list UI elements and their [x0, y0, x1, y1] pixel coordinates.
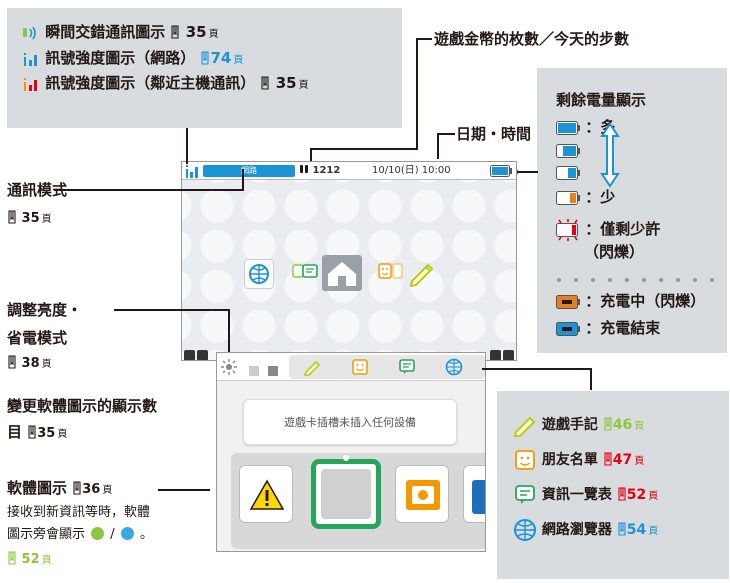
page-ref-icon	[28, 425, 36, 439]
page-ref-icon	[171, 25, 180, 39]
chat-icon[interactable]	[398, 358, 416, 376]
battery-title: 剩餘電量顯示	[556, 91, 647, 109]
smile-icon[interactable]	[351, 358, 369, 376]
page-ref-icon	[8, 355, 16, 369]
battery-full-icon	[556, 120, 580, 135]
page-ref-icon	[604, 417, 612, 431]
chat-icon	[515, 485, 535, 504]
battery-low-icon	[556, 190, 580, 205]
camera-icon	[490, 350, 501, 360]
battery-low-row: ：少	[556, 188, 615, 206]
battery-full-row: ：多	[556, 118, 615, 136]
top-screen: 網路 1212 10/10(日) 10:00	[181, 161, 517, 361]
music-icon	[472, 480, 485, 514]
camera-icon	[406, 480, 440, 510]
globe-icon	[514, 519, 536, 541]
camera-icon	[197, 350, 208, 360]
brightness-label: 調整亮度・ 省電模式	[7, 301, 83, 347]
l-button-indicator	[184, 346, 210, 360]
selected-app-icon[interactable]	[311, 459, 381, 529]
pencil-icon	[409, 263, 434, 288]
battery-mid-high-icon	[556, 144, 580, 158]
coin-counter: 1212	[299, 164, 357, 178]
green-dot-icon	[91, 527, 105, 540]
page-ref-icon	[8, 210, 16, 224]
blue-dot-icon	[120, 527, 134, 540]
warning-icon	[249, 479, 285, 510]
house-icon	[328, 262, 356, 286]
globe-icon[interactable]	[445, 358, 463, 376]
comm-mode-indicator: 網路	[203, 165, 295, 177]
browser-app-icon[interactable]	[244, 259, 274, 289]
icon-count-toggle[interactable]	[249, 361, 279, 376]
datetime-label: 日期・時間	[456, 125, 532, 143]
dotted-divider	[557, 278, 714, 282]
battery-mid-low-icon	[556, 166, 580, 180]
signal-strength-internet-icon	[24, 52, 37, 66]
comm-mode-label: 通訊模式	[7, 181, 68, 199]
battery-very-low-row: ：僅剩少許 （閃爍）	[556, 218, 660, 263]
r-button-indicator	[490, 346, 516, 360]
pencil-icon	[513, 416, 536, 437]
level-arrow-icon	[600, 122, 620, 188]
home-center-icon[interactable]	[322, 255, 362, 291]
battery-charged-row: ：充電結束	[556, 319, 660, 337]
brightness-sun-icon[interactable]	[221, 359, 237, 375]
battery-charging-icon	[556, 294, 580, 309]
camera-app-icon[interactable]	[395, 465, 449, 523]
friendlist-app-icon[interactable]	[378, 261, 404, 287]
apps-info-box	[497, 391, 729, 579]
software-icons-desc: 接收到新資訊等時，軟體 圖示旁會顯示 / 。	[7, 505, 153, 542]
cartridge-message: 遊戲卡插槽未插入任何設備	[284, 416, 416, 429]
signal-strength-local-icon	[24, 77, 37, 91]
battery-charging-row: ：充電中（閃爍）	[556, 292, 705, 310]
page-ref-icon	[73, 481, 81, 495]
warning-app-icon[interactable]	[239, 465, 293, 523]
partial-app-icon[interactable]	[463, 465, 485, 523]
activity-log-app-icon[interactable]	[408, 259, 436, 288]
chat-icon	[292, 264, 318, 278]
streetpass-icon	[23, 26, 36, 39]
battery-charged-icon	[556, 321, 580, 336]
page-ref-icon	[618, 522, 626, 536]
smile-icon	[378, 263, 403, 279]
smile-icon	[515, 450, 535, 470]
new-info-indicator-dot	[343, 455, 349, 461]
bottom-screen: 遊戲卡插槽未插入任何設備	[216, 352, 486, 552]
page-ref-icon	[618, 487, 626, 501]
footsteps-icon	[300, 165, 308, 173]
page-ref-icon	[261, 76, 270, 90]
coins-steps-label: 遊戲金幣的枚數／今天的步數	[434, 30, 630, 48]
battery-status-icon	[490, 165, 512, 177]
home-icons-row	[242, 255, 452, 297]
message-panel: 遊戲卡插槽未插入任何設備	[243, 399, 457, 445]
page-ref-icon	[201, 51, 210, 65]
notifications-app-icon[interactable]	[292, 262, 318, 288]
info-row-label: 瞬間交錯通訊圖示	[45, 23, 166, 41]
battery-info-box	[537, 68, 727, 353]
signal-strength-icon	[186, 165, 198, 178]
page-ref-icon	[604, 452, 612, 466]
battery-very-low-blinking-icon	[556, 218, 578, 241]
pencil-icon[interactable]	[304, 358, 322, 376]
icon-info-box	[7, 8, 402, 128]
globe-icon	[249, 264, 269, 284]
datetime-display: 10/10(日) 10:00	[372, 165, 451, 176]
page-ref-icon	[8, 551, 16, 565]
